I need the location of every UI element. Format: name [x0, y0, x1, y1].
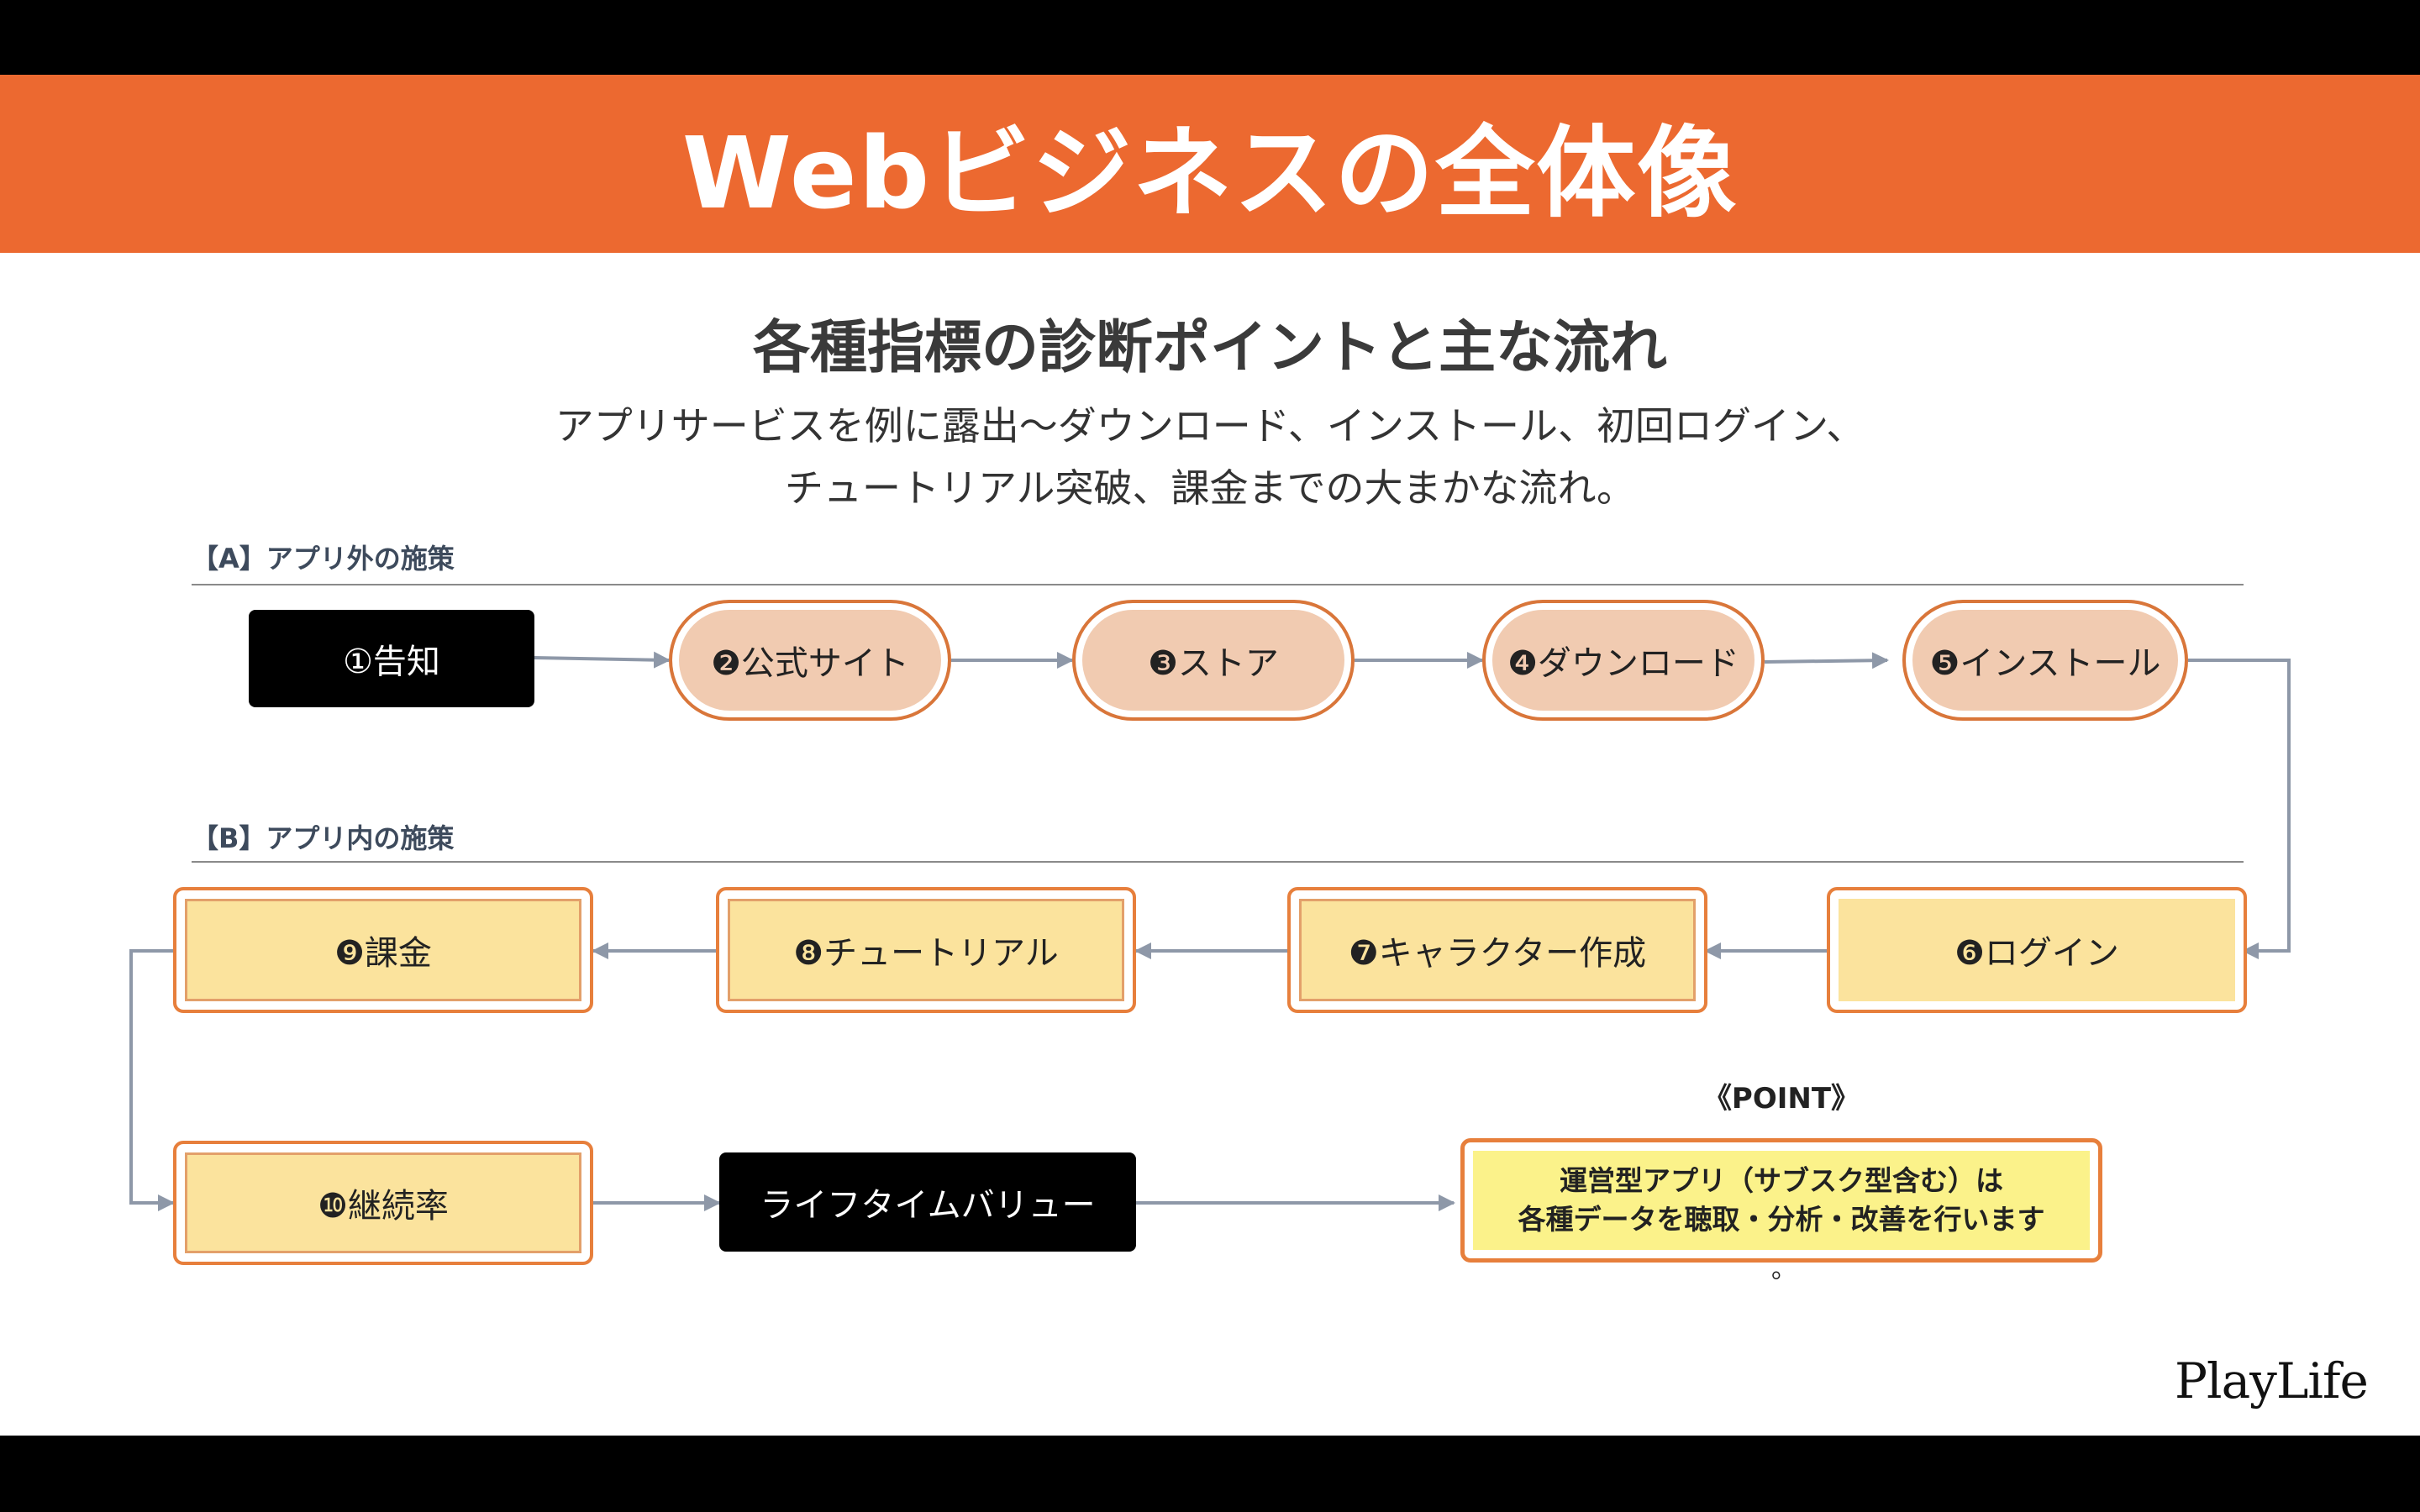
node-billing: ❾課金	[173, 887, 593, 1013]
section-label-a: 【A】アプリ外の施策	[192, 543, 455, 575]
top-black-bar	[0, 0, 2420, 75]
node-retention-rate: ❿継続率	[173, 1141, 593, 1265]
playlife-logo: PlayLife	[2175, 1352, 2369, 1410]
connector-1-2	[534, 651, 671, 669]
node-login: ❻ログイン	[1827, 887, 2247, 1013]
point-trailing-mark: 。	[1771, 1255, 1797, 1284]
node-download: ❹ダウンロード	[1482, 600, 1765, 721]
bottom-black-bar	[0, 1436, 2420, 1512]
node-store: ❸ストア	[1072, 600, 1355, 721]
node-tutorial: ❽チュートリアル	[716, 887, 1136, 1013]
description-line-2: チュートリアル突破、課金までの大まかな流れ。	[785, 465, 1635, 511]
connector-5-6	[2188, 659, 2291, 959]
connector-4-5	[1764, 652, 1889, 669]
node-character-creation: ❼キャラクター作成	[1287, 887, 1707, 1013]
connector-9-10	[129, 949, 175, 1211]
point-box: 運営型アプリ（サブスク型含む）は 各種データを聴取・分析・改善を行います	[1460, 1138, 2102, 1263]
section-rule-a	[192, 584, 2244, 585]
section-label-b: 【B】アプリ内の施策	[192, 822, 455, 854]
point-text-line-2: 各種データを聴取・分析・改善を行います	[1518, 1203, 2045, 1236]
description-line-1: アプリサービスを例に露出〜ダウンロード、インストール、初回ログイン、	[555, 403, 1865, 449]
description: アプリサービスを例に露出〜ダウンロード、インストール、初回ログイン、 チュートリ…	[0, 395, 2420, 519]
point-text-line-1: 運営型アプリ（サブスク型含む）は	[1560, 1164, 2003, 1197]
point-label: 《POINT》	[1702, 1082, 1860, 1116]
page-title: Webビジネスの全体像	[0, 75, 2420, 253]
section-rule-b	[192, 861, 2244, 863]
node-install: ❺インストール	[1902, 600, 2188, 721]
node-announcement: ①告知	[249, 610, 534, 707]
node-lifetime-value: ライフタイムバリュー	[719, 1152, 1136, 1252]
node-official-site: ❷公式サイト	[669, 600, 951, 721]
subtitle: 各種指標の診断ポイントと主な流れ	[752, 315, 1667, 381]
